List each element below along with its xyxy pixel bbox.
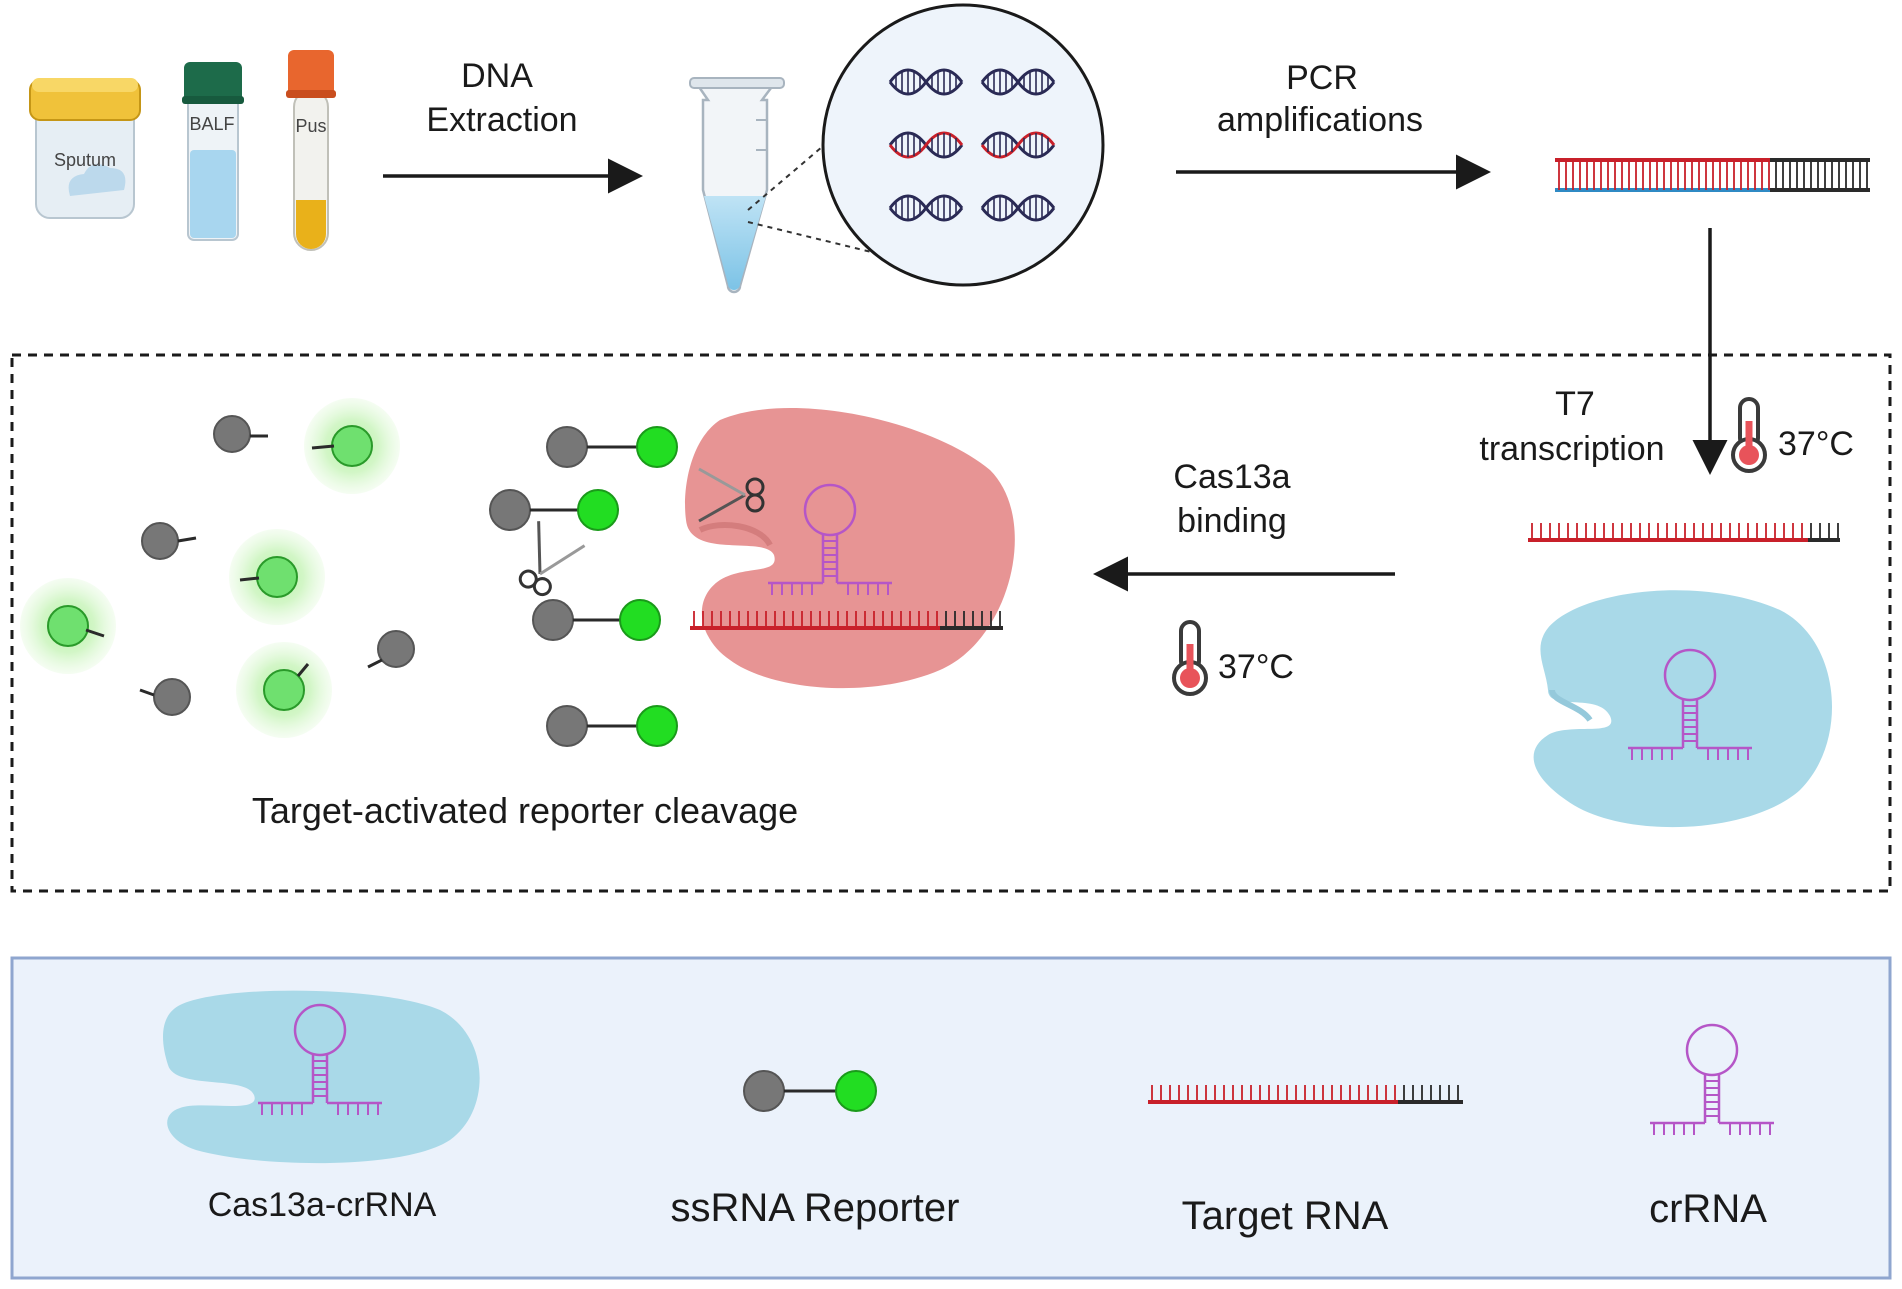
dna-extraction-label-line2: Extraction xyxy=(426,101,577,139)
pus-label: Pus xyxy=(295,116,326,136)
t7-label-line2: transcription xyxy=(1479,430,1664,468)
pus-tube-icon xyxy=(286,50,336,251)
balf-label: BALF xyxy=(189,114,234,134)
sputum-label: Sputum xyxy=(54,150,116,170)
balf-tube-icon xyxy=(182,62,244,241)
microtube-icon xyxy=(689,77,785,294)
legend-cas13a-crrna-label: Cas13a-crRNA xyxy=(208,1186,437,1224)
dna-magnified-circle xyxy=(821,3,1105,287)
sputum-container-icon xyxy=(29,78,141,219)
amplified-dsdna-icon xyxy=(1555,158,1870,192)
cas13a-crrna-complex-icon xyxy=(1533,590,1833,828)
transcribed-rna-icon xyxy=(1528,523,1840,542)
legend-target-rna-icon xyxy=(1148,1085,1463,1104)
t7-temperature: 37°C xyxy=(1778,425,1854,463)
thermometer-icon xyxy=(1172,620,1208,696)
reporter-intact-4 xyxy=(546,705,678,747)
thermometer-icon xyxy=(1731,397,1767,473)
cleaved-reporters-field xyxy=(20,398,415,738)
pcr-label-line2: amplifications xyxy=(1217,101,1423,139)
cas13a-binding-label-line2: binding xyxy=(1177,502,1287,540)
cas13a-temperature: 37°C xyxy=(1218,648,1294,686)
legend-target-rna-label: Target RNA xyxy=(1182,1194,1389,1238)
scissors-icon xyxy=(507,519,587,604)
reporter-intact-3 xyxy=(532,599,661,641)
legend-cas13a-crrna-icon xyxy=(163,990,480,1164)
activated-cas13a-icon xyxy=(685,408,1015,689)
cas13a-binding-label-line1: Cas13a xyxy=(1173,458,1290,496)
legend-crrna-label: crRNA xyxy=(1649,1187,1767,1231)
reaction-dashed-box xyxy=(10,353,1892,893)
t7-label-line1: T7 xyxy=(1555,385,1595,423)
legend-ssrna-reporter-icon xyxy=(743,1070,877,1112)
reporter-intact-1 xyxy=(546,426,678,468)
reporter-cut-2 xyxy=(489,489,619,531)
legend-ssrna-reporter-label: ssRNA Reporter xyxy=(671,1186,960,1230)
reporter-cleavage-caption: Target-activated reporter cleavage xyxy=(252,790,798,831)
pcr-label-line1: PCR xyxy=(1286,59,1358,97)
dna-extraction-label-line1: DNA xyxy=(461,57,533,95)
